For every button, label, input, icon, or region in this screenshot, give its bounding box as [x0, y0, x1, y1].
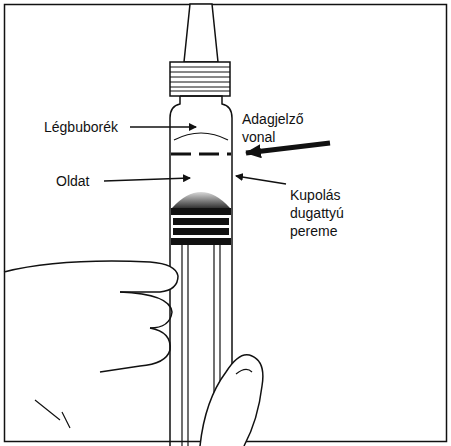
part-label: Légbuborék: [44, 118, 118, 136]
thumbnail: [236, 369, 252, 374]
part-label: Oldat: [56, 172, 89, 190]
finger: [120, 292, 172, 328]
plunger-rings: [171, 208, 231, 245]
dose-line: [171, 153, 231, 156]
needle-cover: [184, 4, 218, 62]
part-label: Kupolás dugattyú pereme: [290, 186, 368, 240]
finger: [100, 328, 170, 372]
air-bubble-line: [174, 133, 228, 140]
leader-line: [104, 178, 190, 181]
knuckle-lines: [35, 400, 70, 428]
part-label: Adagjelző vonal: [242, 110, 322, 146]
needle-hub: [170, 62, 230, 96]
hub-rings: [170, 67, 230, 91]
finger: [4, 261, 178, 292]
leader-line: [130, 126, 196, 127]
leader-line: [236, 176, 286, 184]
plunger-dome: [172, 192, 230, 208]
thumb: [200, 355, 263, 446]
